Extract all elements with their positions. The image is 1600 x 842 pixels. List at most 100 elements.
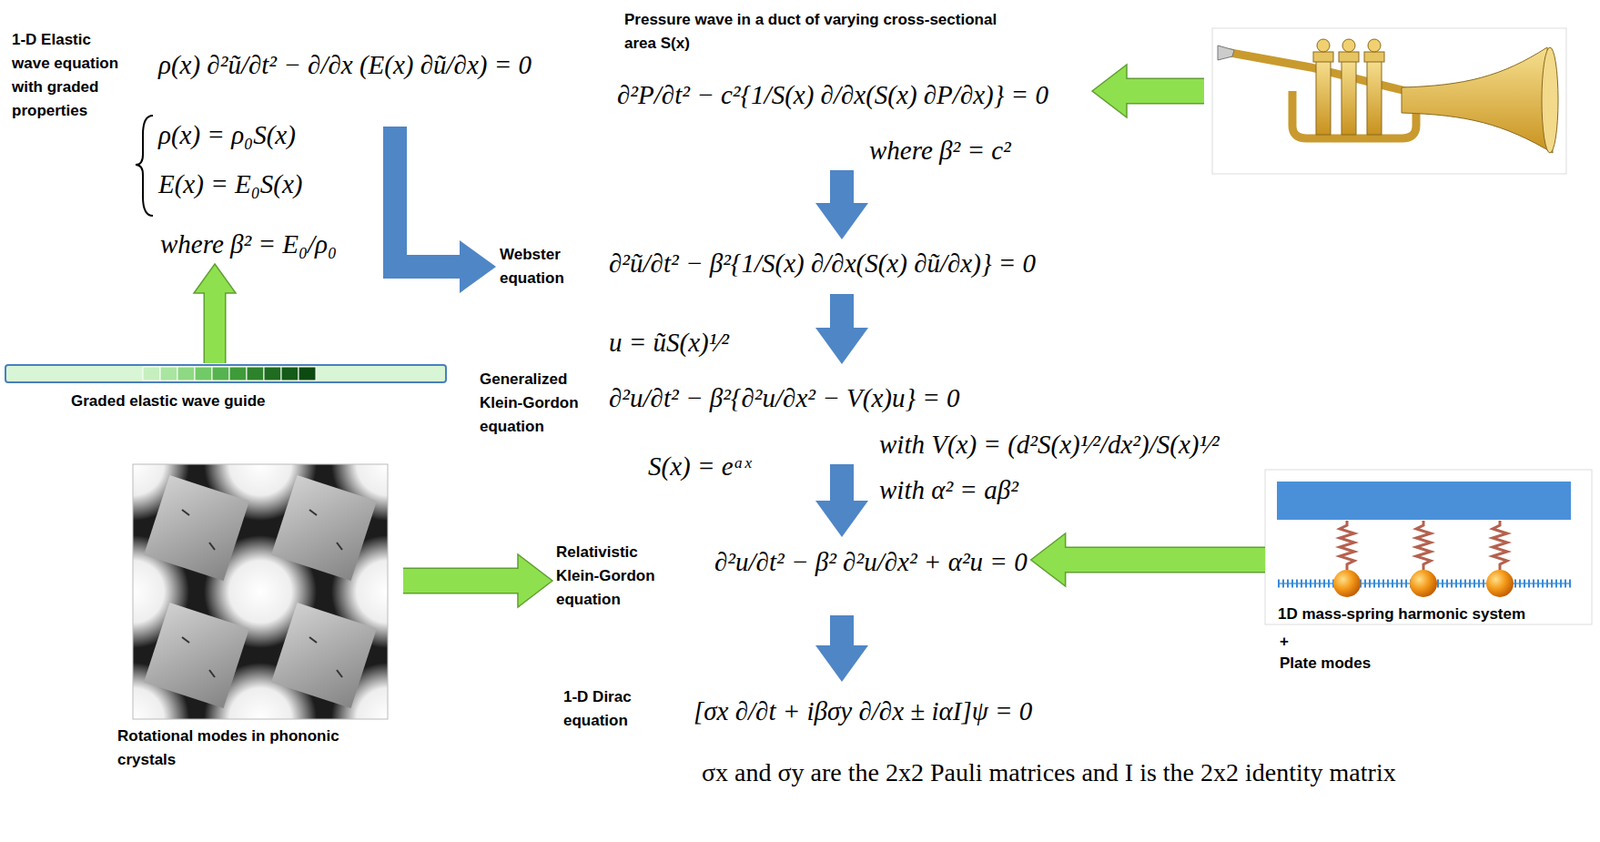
arrow-head (193, 263, 236, 294)
equation-name: 1-D Dirac equation (563, 685, 664, 733)
trumpet-valve (1341, 60, 1357, 135)
image-frame (1212, 28, 1567, 174)
equation: [σx ∂/∂t + iβσy ∂/∂x ± iαI]ψ = 0 (693, 694, 1033, 728)
rotating-square (143, 602, 250, 709)
phononic-crystal-panel: Rotational modes in phononic crystals (113, 460, 404, 778)
graded-cell (194, 366, 213, 381)
equation-name: 1-D Elastic wave equation with graded pr… (11, 28, 126, 123)
equation-block: 1-D Elastic wave equation with graded pr… (8, 24, 536, 127)
graded-cell (142, 366, 161, 381)
equation-block: Relativistic Klein-Gordon equation ∂²u/∂t… (552, 536, 1032, 616)
equation-block: Webster equation ∂²ũ/∂t² − β²{1/S(x) ∂/∂x… (496, 239, 1040, 294)
mouthpiece (1217, 45, 1235, 61)
figure-caption: 1D mass-spring harmonic system (1277, 602, 1526, 627)
derivation-arrow (815, 615, 869, 682)
arrow-head (815, 327, 869, 365)
rotating-square (143, 475, 250, 581)
graded-cell (229, 366, 247, 381)
graded-cell (263, 366, 282, 381)
waveguide-panel: Graded elastic wave guide (5, 363, 448, 417)
waveguide-bar (5, 364, 446, 383)
equation: where β² = E₀/ρ₀ (160, 227, 337, 261)
arrow-head (459, 240, 497, 294)
spring (1492, 520, 1508, 570)
arrow-shaft (830, 464, 854, 502)
image-frame (132, 464, 388, 719)
trumpet-picture (1212, 28, 1567, 174)
source-arrow (193, 263, 236, 364)
arrow-shaft (830, 170, 854, 204)
equation: with V(x) = (d²S(x)¹⁄²/dx²)/S(x)¹⁄² (879, 427, 1220, 461)
equation: ∂²u/∂t² − β²{∂²u/∂x² − V(x)u} = 0 (608, 381, 961, 415)
arrow-shaft (830, 615, 854, 647)
rotating-square (271, 602, 377, 709)
trumpet-valve (1316, 60, 1331, 135)
trumpet-bell (1401, 47, 1553, 153)
equation-name: Webster equation (499, 243, 582, 291)
graded-waveguide (5, 364, 446, 383)
derivation-arrow (394, 126, 497, 294)
figure-caption: Plate modes (1279, 651, 1371, 676)
mass-ball (1409, 569, 1438, 598)
valve-button (1316, 39, 1330, 52)
equation: ∂²u/∂t² − β² ∂²u/∂x² + α²u = 0 (714, 545, 1028, 578)
source-arrow (1031, 533, 1266, 587)
equation-block: Generalized Klein-Gordon equation ∂²u/∂t²… (475, 364, 1224, 465)
equation: ρ(x) = ρ₀S(x) (158, 118, 296, 152)
arrow-shaft (1123, 79, 1205, 103)
arrow-shaft (394, 126, 461, 267)
source-arrow (403, 554, 553, 608)
bell-rim (1541, 47, 1559, 153)
green-arrow (1092, 64, 1205, 118)
valve-cap (1364, 51, 1385, 62)
graded-cell (212, 366, 230, 381)
figure-caption: + (1279, 629, 1289, 654)
valve-cap (1338, 51, 1359, 62)
equation-name: Generalized Klein-Gordon equation (479, 367, 594, 439)
spring (1416, 520, 1431, 570)
equation: ρ(x) ∂²ũ/∂t² − ∂/∂x (E(x) ∂ũ/∂x) = 0 (158, 48, 532, 82)
mass-ball (1333, 569, 1361, 598)
footnote: σx and σy are the 2x2 Pauli matrices and… (701, 757, 1467, 789)
derivation-arrow (815, 464, 869, 537)
transformation-label: u = ũS(x)¹⁄² (608, 325, 730, 359)
equation: E(x) = E₀S(x) (158, 167, 303, 201)
figure-caption: Graded elastic wave guide (70, 389, 345, 414)
arrow-head (815, 500, 869, 537)
rotating-square (271, 475, 377, 581)
arrow-shaft (1062, 547, 1266, 572)
phononic-crystal-image (132, 464, 388, 719)
graded-cell (177, 366, 195, 381)
equation-block: Pressure wave in a duct of varying cross… (613, 4, 1053, 171)
image-frame (1265, 469, 1592, 625)
equation: where β² = c² (869, 133, 1012, 167)
equation-block: 1-D Dirac equation [σx ∂/∂t + iβσy ∂/∂x ±… (559, 681, 1036, 737)
equation-name: Pressure wave in a duct of varying cross… (624, 8, 998, 56)
derivation-arrow (815, 293, 869, 365)
parameter-note: with α² = aβ² (879, 473, 1019, 507)
plate (1276, 481, 1571, 520)
graded-cell (160, 366, 178, 381)
equation: ∂²P/∂t² − c²{1/S(x) ∂/∂x(S(x) ∂P/∂x)} = … (617, 78, 1049, 112)
arrow-head (1031, 533, 1066, 587)
arrow-head (815, 202, 869, 240)
mass-spring-picture (1265, 469, 1592, 625)
figure-caption: Rotational modes in phononic crystals (117, 724, 391, 772)
equation: ∂²ũ/∂t² − β²{1/S(x) ∂/∂x(S(x) ∂ũ/∂x)} = … (608, 246, 1036, 280)
mode-ticks (182, 509, 343, 678)
graded-cell (298, 366, 316, 381)
transformation-label: S(x) = eᵃˣ (648, 449, 751, 483)
spring (1339, 520, 1355, 570)
equation-block: ρ(x) = ρ₀S(x) E(x) = E₀S(x) where β² = E₀/… (154, 114, 341, 264)
arrow-head (1092, 64, 1127, 118)
valve-cap (1313, 51, 1334, 62)
arrow-head (815, 645, 869, 682)
arrow-shaft (830, 293, 854, 329)
valve-button (1367, 39, 1381, 52)
equation-name: Relativistic Klein-Gordon equation (556, 540, 684, 612)
derivation-arrow (815, 170, 869, 240)
valve-button (1342, 39, 1356, 52)
